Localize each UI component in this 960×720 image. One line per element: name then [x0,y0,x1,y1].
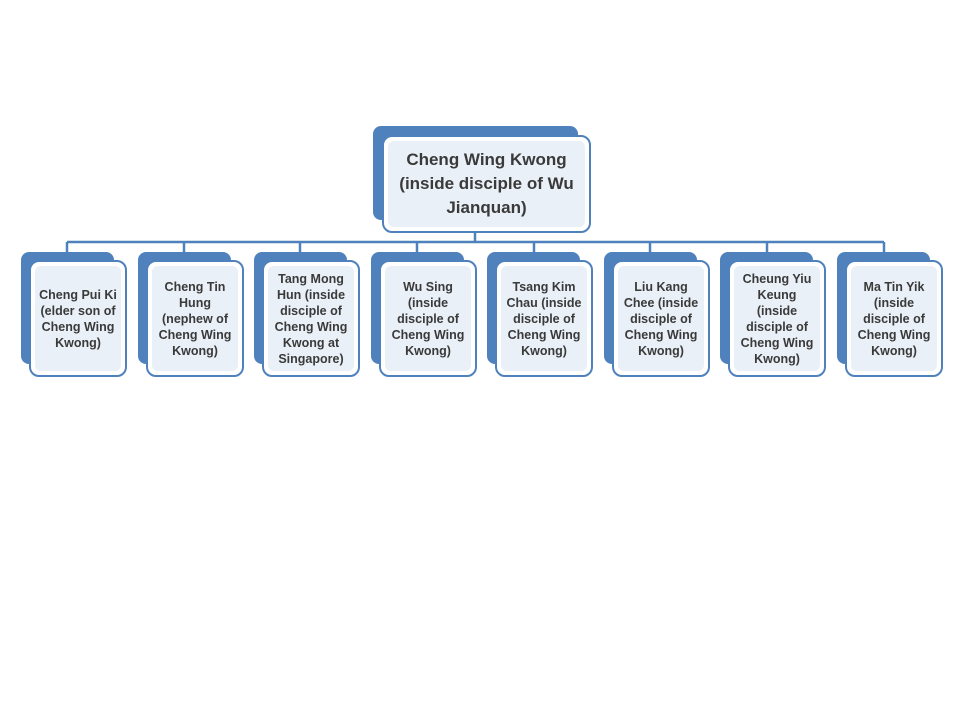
node-box: Tsang Kim Chau (inside disciple of Cheng… [495,260,593,377]
child-node-label: Cheng Pui Ki (elder son of Cheng Wing Kw… [39,287,117,350]
child-node-cheng-tin-hung: Cheng Tin Hung (nephew of Cheng Wing Kwo… [138,252,244,377]
node-box: Tang Mong Hun (inside disciple of Cheng … [262,260,360,377]
child-node-label: Tang Mong Hun (inside disciple of Cheng … [274,271,348,366]
node-box: Ma Tin Yik (inside disciple of Cheng Win… [845,260,943,377]
child-node-cheng-pui-ki: Cheng Pui Ki (elder son of Cheng Wing Kw… [21,252,127,377]
child-node-label: Cheung Yiu Keung (inside disciple of Che… [740,271,814,366]
node-box: Liu Kang Chee (inside disciple of Cheng … [612,260,710,377]
child-node-cheung-yiu-keung: Cheung Yiu Keung (inside disciple of Che… [720,252,826,377]
child-node-tsang-kim-chau: Tsang Kim Chau (inside disciple of Cheng… [487,252,593,377]
node-box: Cheung Yiu Keung (inside disciple of Che… [728,260,826,377]
child-node-label: Wu Sing (inside disciple of Cheng Wing K… [391,279,465,358]
child-node-label: Tsang Kim Chau (inside disciple of Cheng… [506,279,582,358]
node-box: Cheng Wing Kwong (inside disciple of Wu … [382,135,591,233]
node-box: Cheng Tin Hung (nephew of Cheng Wing Kwo… [146,260,244,377]
node-box: Wu Sing (inside disciple of Cheng Wing K… [379,260,477,377]
root-node-label: Cheng Wing Kwong (inside disciple of Wu … [399,150,574,217]
child-node-liu-kang-chee: Liu Kang Chee (inside disciple of Cheng … [604,252,710,377]
child-node-ma-tin-yik: Ma Tin Yik (inside disciple of Cheng Win… [837,252,943,377]
child-node-tang-mong-hun: Tang Mong Hun (inside disciple of Cheng … [254,252,360,377]
child-node-wu-sing: Wu Sing (inside disciple of Cheng Wing K… [371,252,477,377]
node-box: Cheng Pui Ki (elder son of Cheng Wing Kw… [29,260,127,377]
child-node-label: Cheng Tin Hung (nephew of Cheng Wing Kwo… [158,279,232,358]
child-node-label: Liu Kang Chee (inside disciple of Cheng … [623,279,699,358]
child-node-label: Ma Tin Yik (inside disciple of Cheng Win… [857,279,931,358]
root-node: Cheng Wing Kwong (inside disciple of Wu … [373,126,591,233]
